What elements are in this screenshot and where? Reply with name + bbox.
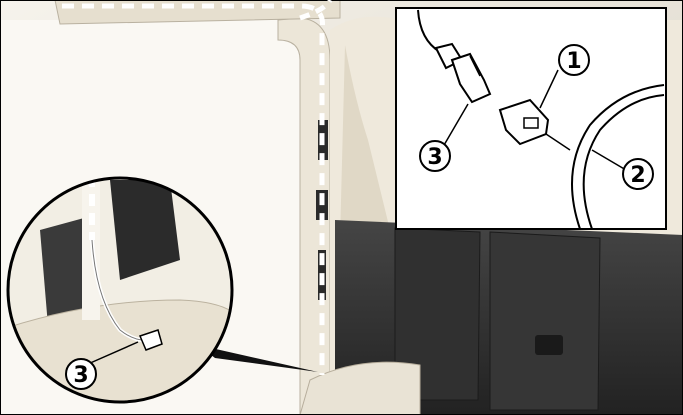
connector-detail-inset: 1 2 3	[396, 8, 666, 229]
callout-3: 3	[420, 141, 450, 171]
callout-2: 2	[623, 159, 653, 189]
callout-3-circle: 3	[66, 359, 96, 389]
callout-3-label: 3	[427, 145, 442, 170]
callout-1-label: 1	[566, 49, 581, 74]
callout-1: 1	[559, 45, 589, 75]
callout-2-label: 2	[630, 163, 645, 188]
callout-3-circle-label: 3	[73, 363, 88, 388]
